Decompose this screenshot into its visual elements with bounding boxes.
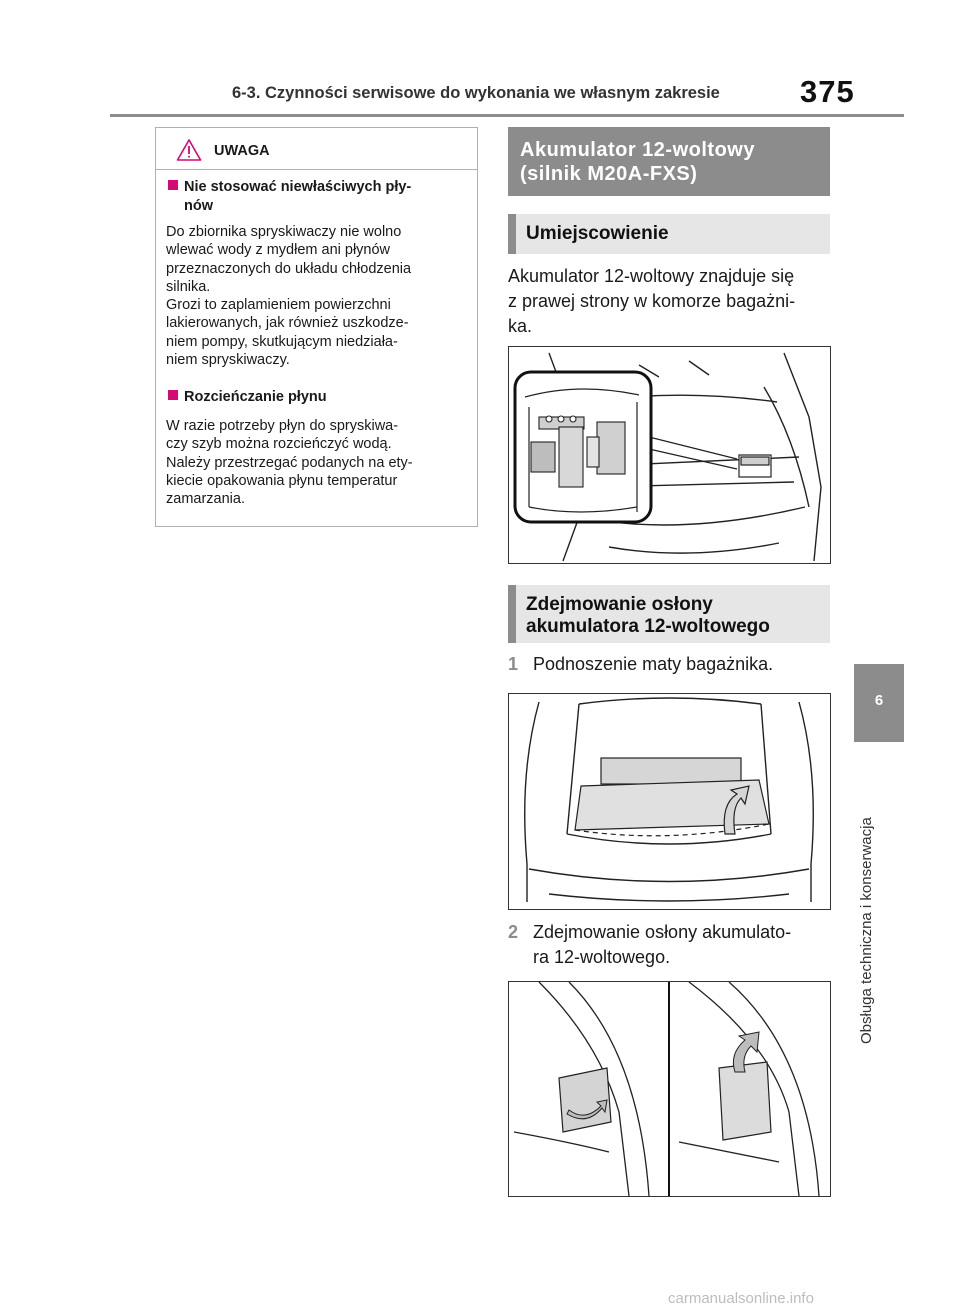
- warning-header: UWAGA: [156, 128, 477, 168]
- chapter-number: 6: [874, 692, 884, 709]
- section-heading: Akumulator 12-woltowy (silnik M20A-FXS): [508, 127, 830, 196]
- subheading-location: Umiejscowienie: [508, 214, 830, 254]
- chapter-title: Obsługa techniczna i konserwacja: [858, 817, 875, 1044]
- subheading-removal: Zdejmowanie osłony akumulatora 12-woltow…: [508, 585, 830, 643]
- warning-item1-title: Nie stosować niewłaściwych pły- nów: [168, 178, 468, 216]
- step-text: Zdejmowanie osłony akumulato- ra 12-wolt…: [533, 922, 792, 967]
- warning-triangle-icon: [176, 139, 202, 161]
- bullet-square-icon: [168, 180, 178, 190]
- step-number: 1: [508, 654, 519, 674]
- remove-cover-illustration: [513, 982, 820, 1196]
- chapter-title-vertical: Obsługa techniczna i konserwacja: [858, 817, 898, 1054]
- warning-item1-text: Do zbiornika spryskiwaczy nie wolno wlew…: [166, 224, 412, 369]
- page-number: 375: [800, 74, 855, 109]
- warning-label: UWAGA: [214, 143, 270, 159]
- warning-item2-text: W razie potrzeby płyn do spryskiwa- czy …: [166, 418, 413, 508]
- remove-cover-figure: [508, 981, 831, 1197]
- header-rule: [110, 114, 904, 117]
- step-1: 1 Podnoszenie maty bagażnika.: [508, 652, 838, 678]
- battery-location-figure: [508, 346, 831, 564]
- location-text: Akumulator 12-woltowy znajduje się z pra…: [508, 266, 796, 336]
- chapter-tab: 6: [854, 664, 904, 742]
- step-2: 2 Zdejmowanie osłony akumulato- ra 12-wo…: [508, 920, 838, 972]
- bullet-square-icon: [168, 390, 178, 400]
- lift-mat-figure: [508, 693, 831, 910]
- footer-watermark: carmanualsonline.info: [668, 1290, 814, 1307]
- lift-mat-illustration: [524, 697, 814, 902]
- warning-box: UWAGA Nie stosować niewłaściwych pły- nó…: [155, 127, 478, 527]
- warning-divider: [156, 169, 477, 170]
- warning-item2-title: Rozcieńczanie płynu: [168, 388, 468, 407]
- battery-location-illustration: [513, 352, 822, 562]
- step-text: Podnoszenie maty bagażnika.: [533, 654, 774, 674]
- section-header-title: 6-3. Czynności serwisowe do wykonania we…: [232, 84, 720, 102]
- step-number: 2: [508, 922, 519, 942]
